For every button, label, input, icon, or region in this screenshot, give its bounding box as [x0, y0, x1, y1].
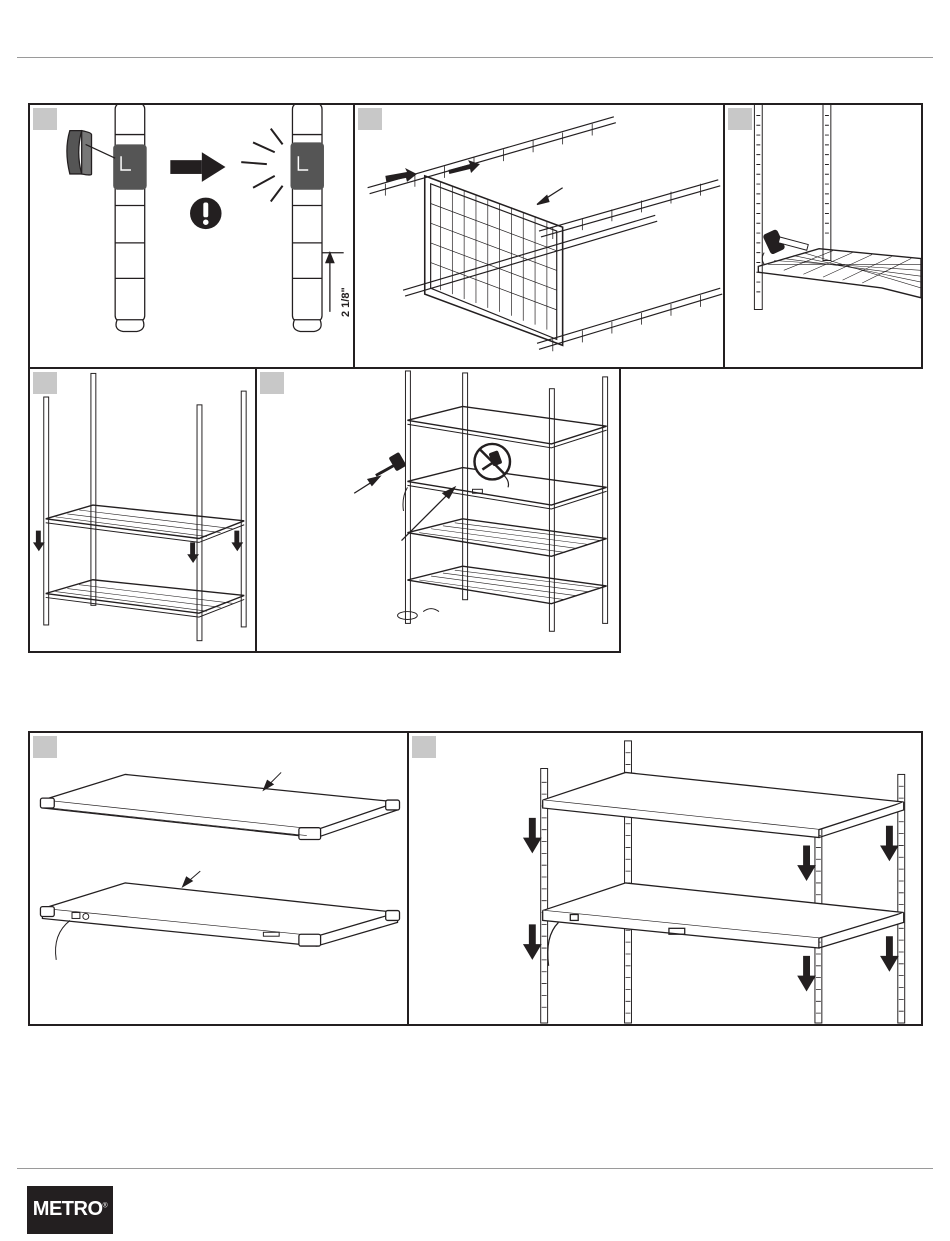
- step-panel-solid-shelves: [28, 731, 409, 1026]
- two-shelves-illustration: [30, 369, 255, 651]
- metro-logo: METRO®: [27, 1186, 113, 1234]
- bottom-rule: [17, 1168, 933, 1169]
- step-panel-mallet: [723, 103, 923, 369]
- no-mallet-illustration: [257, 369, 619, 651]
- step-panel-wire-shelf: [353, 103, 725, 369]
- solid-on-posts-illustration: [409, 733, 921, 1024]
- impact-marks: [241, 129, 282, 202]
- step-panel-sleeve: 2 1/8": [28, 103, 355, 369]
- top-rule: [17, 57, 933, 58]
- mallet-tap-illustration: [725, 105, 921, 367]
- arrow-right-icon: [170, 152, 225, 182]
- step-panel-two-shelves: [28, 367, 257, 653]
- solid-shelves-illustration: [30, 733, 407, 1024]
- mallet-icon: [376, 452, 407, 476]
- prohibited-mallet-icon: [474, 444, 509, 487]
- step-panel-solid-on-posts: [407, 731, 923, 1026]
- sleeve-illustration: [30, 105, 353, 367]
- step-panel-no-mallet: [255, 367, 621, 653]
- logo-registered-mark: ®: [103, 1202, 108, 1209]
- wire-shelf-illustration: [355, 105, 723, 367]
- dimension-label: 2 1/8": [340, 287, 352, 317]
- exclamation-circle-icon: [190, 198, 222, 230]
- logo-text: METRO: [33, 1198, 103, 1220]
